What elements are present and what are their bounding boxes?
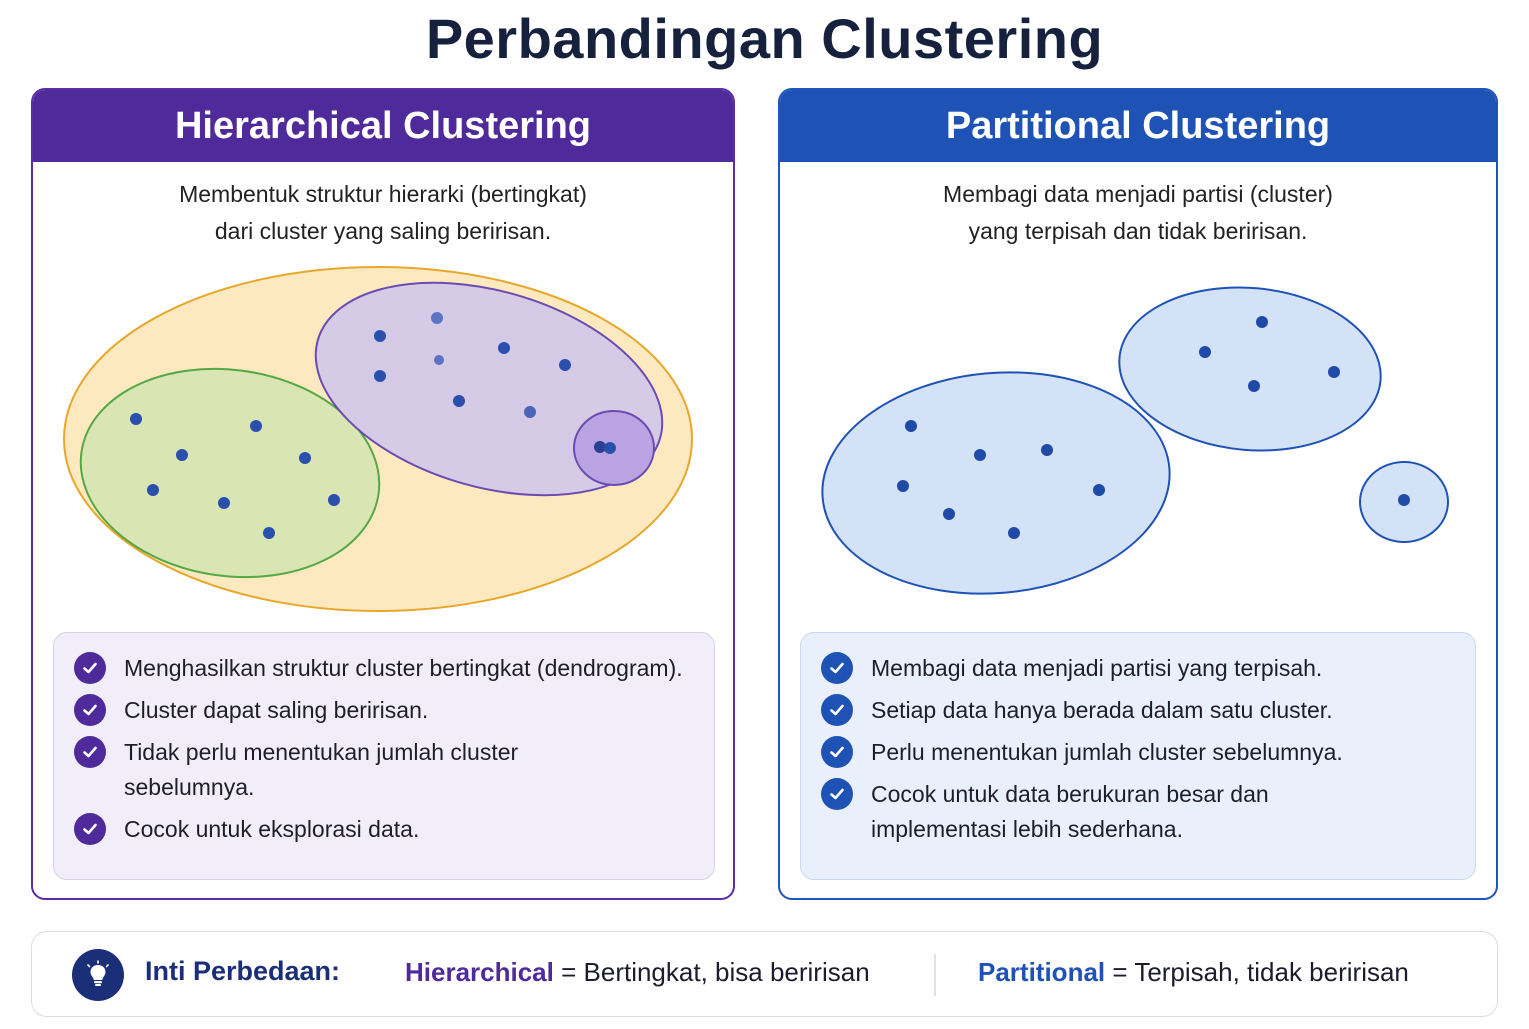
data-point [1328,366,1340,378]
data-point [1041,444,1053,456]
data-point [897,480,909,492]
data-point [498,342,510,354]
data-point [374,330,386,342]
feature-text: Setiap data hanya berada dalam satu clus… [871,697,1333,723]
data-point [328,494,340,506]
hierarchical-diagram [63,266,693,612]
partitional-diagram [821,286,1449,595]
list-item: Tidak perlu menentukan jumlah cluster se… [74,735,714,805]
hierarchical-description: Membentuk struktur hierarki (bertingkat)… [33,176,733,250]
feature-text: Cluster dapat saling beririsan. [124,697,429,723]
list-item: Perlu menentukan jumlah cluster sebelumn… [821,735,1475,770]
partitional-description-line: Membagi data menjadi partisi (cluster) [943,181,1333,207]
check-icon [821,694,853,726]
data-point [176,449,188,461]
check-icon [74,736,106,768]
hierarchical-points [130,312,616,539]
data-point [263,527,275,539]
green-cluster [79,367,381,579]
list-item: Membagi data menjadi partisi yang terpis… [821,651,1475,686]
list-item: Cocok untuk data berukuran besar dan imp… [821,777,1475,847]
check-icon [821,778,853,810]
list-item: Cluster dapat saling beririsan. [74,693,714,728]
partitional-description-line: yang terpisah dan tidak beririsan. [968,218,1308,244]
check-icon [74,813,106,845]
summary-partitional: Partitional = Terpisah, tidak beririsan [978,957,1409,988]
data-point [1398,494,1410,506]
data-point [524,406,536,418]
feature-text: Cocok untuk data berukuran besar dan imp… [871,781,1269,842]
partition-cluster-large [821,371,1171,595]
data-point [943,508,955,520]
check-icon [821,736,853,768]
hierarchical-feature-list: Menghasilkan struktur cluster bertingkat… [53,632,715,880]
list-item: Menghasilkan struktur cluster bertingkat… [74,651,714,686]
data-point [250,420,262,432]
hierarchical-description-line: dari cluster yang saling beririsan. [214,218,552,244]
check-icon [74,694,106,726]
data-point [604,442,616,454]
summary-hierarchical-text: = Bertingkat, bisa beririsan [561,957,870,987]
summary-label: Inti Perbedaan: [145,956,341,986]
feature-text: Tidak perlu menentukan jumlah cluster se… [124,739,519,800]
feature-text: Membagi data menjadi partisi yang terpis… [871,655,1323,681]
data-point [434,355,444,365]
summary-partitional-term: Partitional [978,957,1106,987]
data-point [974,449,986,461]
data-point [147,484,159,496]
data-point [1093,484,1105,496]
data-point [130,413,142,425]
data-point [594,441,606,453]
hierarchical-panel: Hierarchical Clustering Membentuk strukt… [31,88,735,900]
page-title: Perbandingan Clustering [425,7,1104,70]
feature-text: Perlu menentukan jumlah cluster sebelumn… [871,739,1343,765]
partition-cluster-medium [1118,286,1382,452]
data-point [1008,527,1020,539]
check-icon [74,652,106,684]
data-point [431,312,443,324]
partitional-panel: Partitional Clustering Membagi data menj… [778,88,1498,900]
feature-text: Cocok untuk eksplorasi data. [124,816,420,842]
data-point [218,497,230,509]
data-point [453,395,465,407]
partitional-description: Membagi data menjadi partisi (cluster) y… [780,176,1496,250]
data-point [559,359,571,371]
hierarchical-description-line: Membentuk struktur hierarki (bertingkat) [179,181,587,207]
partitional-header: Partitional Clustering [780,90,1496,162]
hierarchical-header: Hierarchical Clustering [33,90,733,162]
summary-hierarchical-term: Hierarchical [405,957,554,987]
list-item: Cocok untuk eksplorasi data. [74,812,714,847]
data-point [1256,316,1268,328]
partitional-feature-list: Membagi data menjadi partisi yang terpis… [800,632,1476,880]
data-point [1199,346,1211,358]
summary-bar: Inti Perbedaan: Hierarchical = Bertingka… [31,931,1498,1017]
data-point [299,452,311,464]
summary-divider [934,954,936,996]
data-point [905,420,917,432]
lightbulb-icon [72,949,124,1001]
check-icon [821,652,853,684]
feature-text: Menghasilkan struktur cluster bertingkat… [124,655,683,681]
summary-hierarchical: Hierarchical = Bertingkat, bisa beririsa… [405,957,870,988]
data-point [374,370,386,382]
summary-partitional-text: = Terpisah, tidak beririsan [1112,957,1409,987]
partitional-points [897,316,1410,539]
list-item: Setiap data hanya berada dalam satu clus… [821,693,1475,728]
data-point [1248,380,1260,392]
